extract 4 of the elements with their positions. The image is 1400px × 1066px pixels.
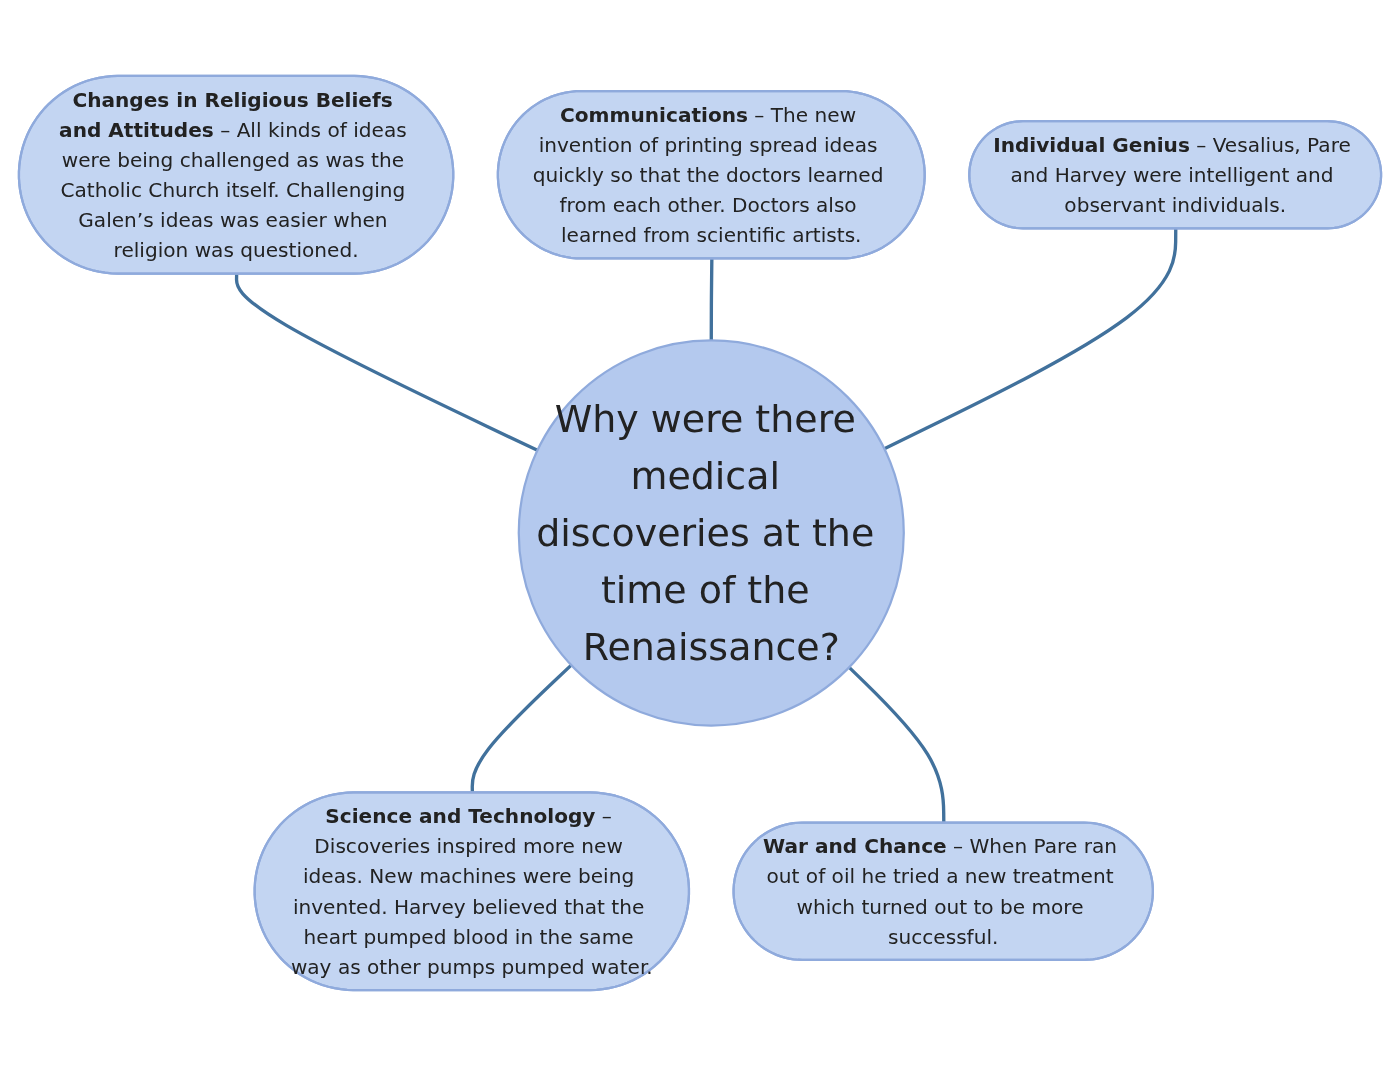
connector — [883, 228, 1178, 451]
connector — [234, 274, 539, 452]
connector — [709, 259, 714, 341]
node-circle: Why were there medical discoveries at the time of the Renaissance? — [517, 339, 905, 727]
